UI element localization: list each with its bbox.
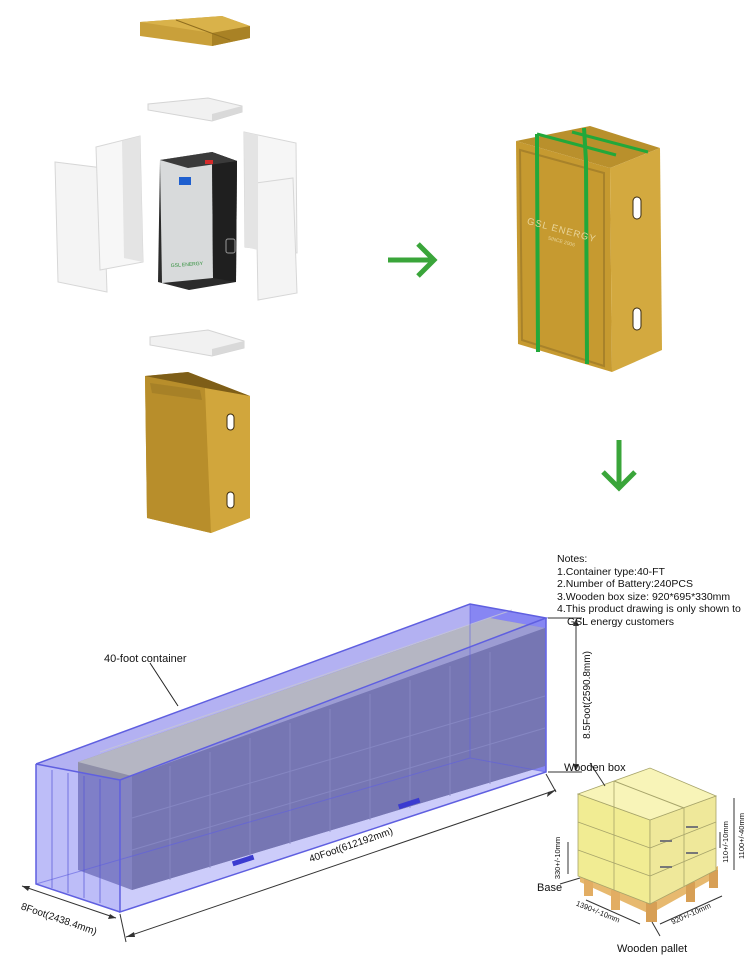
battery-brand-label: GSL ENERGY — [171, 261, 204, 269]
wooden-pallet-label: Wooden pallet — [617, 943, 687, 955]
height-label: 8.5Foot(2590.8mm) — [582, 651, 593, 739]
wooden-lid — [140, 16, 250, 46]
pallet-dimensions — [559, 762, 735, 937]
note-item: 1.Container type:40-FT — [557, 565, 665, 578]
pallet-stack — [576, 767, 718, 922]
closed-wooden-crate: GSL ENERGY SINCE 2006 — [516, 126, 662, 372]
notes-title: Notes: — [557, 553, 588, 565]
top-foam — [147, 97, 243, 122]
battery-load — [78, 609, 546, 890]
right-arrow-icon — [388, 242, 438, 278]
battery-display-icon — [179, 177, 191, 185]
pallet-width-label: 920+/-10mm — [670, 901, 712, 926]
width-label: 8Foot(2438.4mm) — [19, 901, 98, 937]
shipping-container — [35, 603, 549, 914]
stack-height-label: 1100+/-40mm — [737, 813, 746, 859]
note-item: 3.Wooden box size: 920*695*330mm — [557, 590, 731, 603]
exploded-packaging: GSL ENERGY — [54, 16, 298, 533]
bottom-foam — [149, 329, 245, 357]
left-foam — [54, 135, 144, 293]
note-item: 4.This product drawing is only shown to — [557, 603, 741, 616]
layer-height-label: 110+/-10mm — [721, 821, 730, 863]
base-height-label: 330+/-10mm — [553, 837, 562, 879]
battery-unit: GSL ENERGY — [158, 152, 237, 290]
base-label: Base — [537, 882, 562, 894]
container-label: 40-foot container — [104, 653, 187, 665]
container-leader — [149, 662, 179, 707]
down-arrow-icon — [601, 440, 637, 492]
note-item: 2.Number of Battery:240PCS — [557, 578, 693, 591]
wooden-box-label: Wooden box — [564, 762, 626, 774]
open-wooden-crate — [145, 372, 250, 533]
right-foam — [243, 131, 298, 301]
note-item-continuation: GSL energy customers — [567, 615, 674, 628]
notes-block: Notes: 1.Container type:40-FT 2.Number o… — [557, 553, 747, 629]
green-straps — [535, 127, 649, 365]
wooden-pallet — [580, 866, 718, 922]
height-dimension: 8.5Foot(2590.8mm) — [548, 617, 593, 773]
